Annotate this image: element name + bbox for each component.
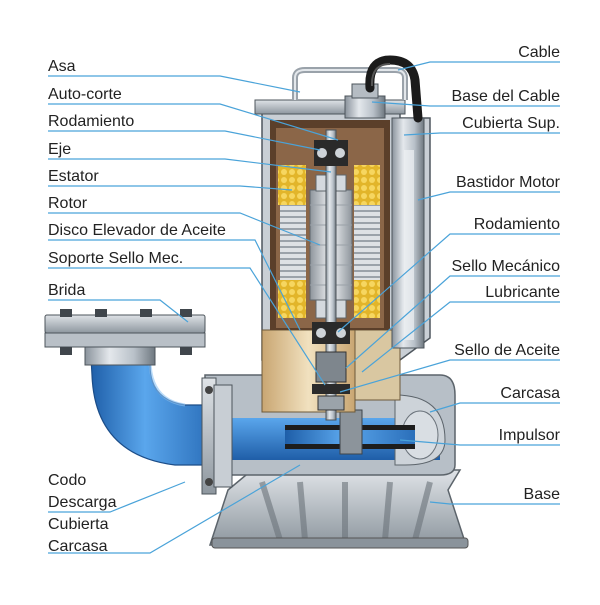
label-soporte: Soporte Sello Mec. xyxy=(48,250,184,267)
label-descarga: Descarga xyxy=(48,494,117,511)
label-cable: Cable xyxy=(518,44,560,61)
cable-part xyxy=(365,55,423,123)
label-base-cable: Base del Cable xyxy=(451,88,560,105)
label-bastidor: Bastidor Motor xyxy=(455,174,560,191)
label-eje: Eje xyxy=(48,141,72,158)
label-disco: Disco Elevador de Aceite xyxy=(48,222,226,239)
leader-lines xyxy=(48,61,560,554)
stator-part xyxy=(278,165,380,318)
label-cubierta-sup: Cubierta Sup. xyxy=(462,115,560,132)
label-estator: Estator xyxy=(48,168,99,185)
label-asa: Asa xyxy=(48,58,76,75)
label-brida: Brida xyxy=(48,282,86,299)
shaft-part xyxy=(325,129,337,421)
label-impulsor: Impulsor xyxy=(498,427,560,444)
mechanical-seal xyxy=(312,351,350,411)
label-sello-aceite: Sello de Aceite xyxy=(454,342,560,359)
label-carcasa: Carcasa xyxy=(500,385,560,402)
label-rodamiento-right: Rodamiento xyxy=(473,216,560,233)
lower-bearing xyxy=(312,322,350,344)
label-codo: Codo xyxy=(48,472,87,489)
label-cubierta: Cubierta xyxy=(48,516,109,533)
cable-guard xyxy=(391,117,425,349)
label-rotor: Rotor xyxy=(48,195,88,212)
label-rodamiento-top: Rodamiento xyxy=(48,113,135,130)
label-auto-corte: Auto-corte xyxy=(48,86,122,103)
label-base: Base xyxy=(523,486,560,503)
top-cover xyxy=(254,83,406,119)
label-carcasa-sub: Carcasa xyxy=(48,538,108,555)
discharge-elbow xyxy=(44,309,233,495)
handle-part xyxy=(292,67,408,100)
label-lubricante: Lubricante xyxy=(485,284,560,301)
label-sello-mec: Sello Mecánico xyxy=(451,258,561,275)
upper-bearing xyxy=(314,140,348,166)
base-part xyxy=(208,469,469,549)
